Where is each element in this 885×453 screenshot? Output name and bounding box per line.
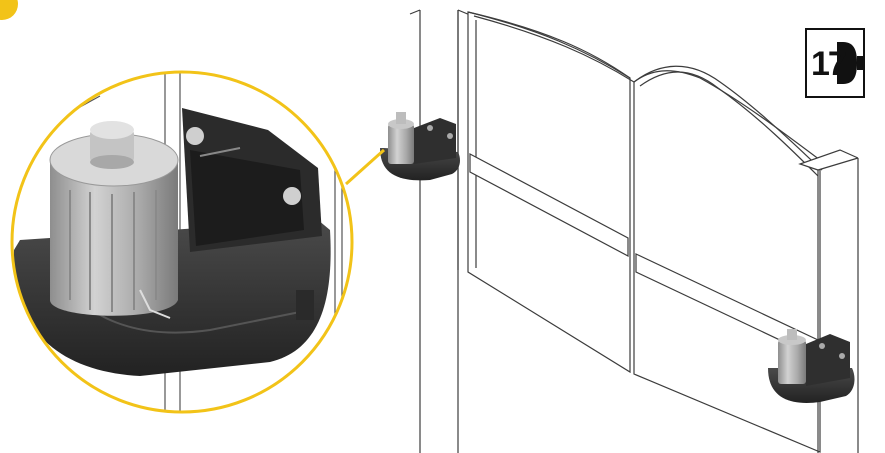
corner-marker — [0, 0, 18, 20]
gate-structure — [409, 9, 859, 453]
right-pillar — [798, 149, 859, 453]
gate-motor-unit-bottom — [768, 329, 855, 403]
step-badge: 17 — [805, 28, 865, 98]
step-number: 17 — [811, 45, 847, 83]
left-leaf-bar — [469, 153, 629, 257]
callout-leader-line — [344, 148, 386, 186]
zoom-callout — [10, 70, 354, 414]
step-badge-icon — [837, 42, 863, 84]
gate-motor-unit-top — [380, 112, 460, 181]
left-pillar — [409, 9, 471, 453]
zoom-motor-cylinder — [50, 160, 178, 316]
